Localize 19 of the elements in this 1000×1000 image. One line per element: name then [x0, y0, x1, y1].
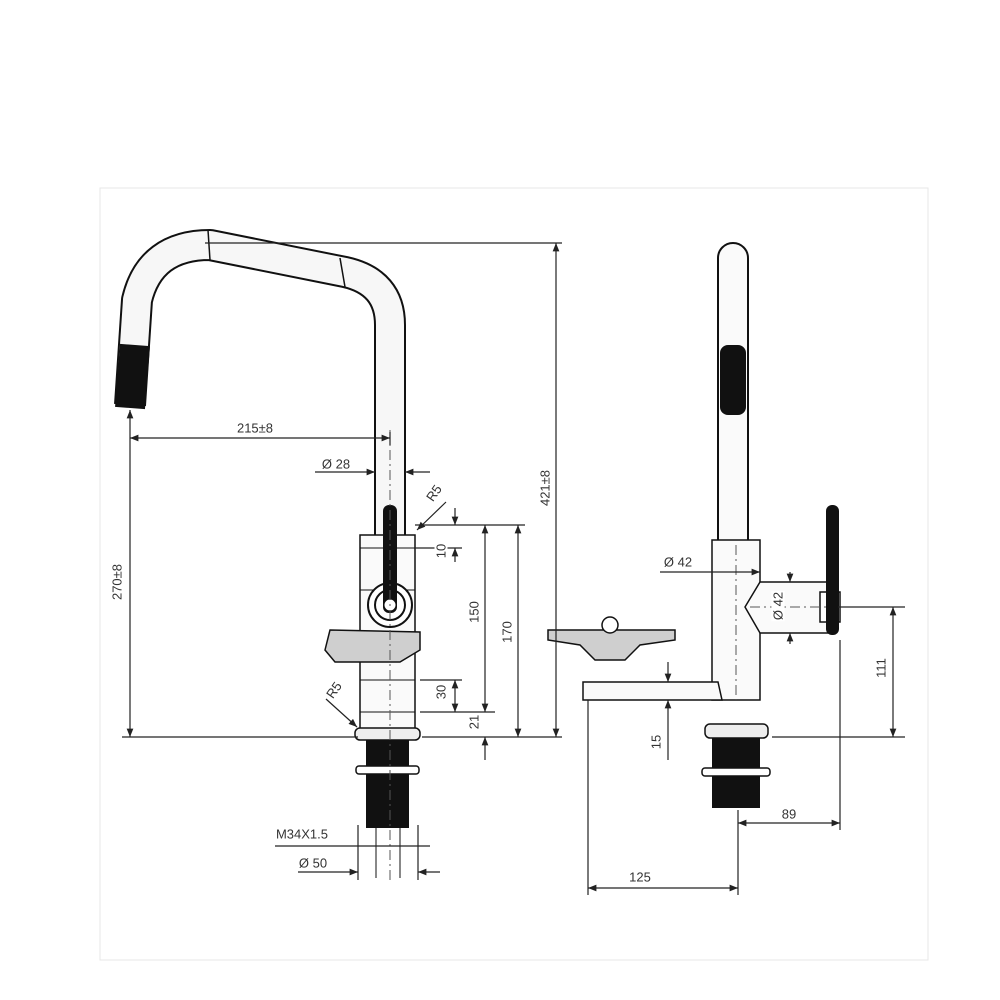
dimension-label: 15 — [650, 734, 662, 750]
dimension-label: 150 — [468, 600, 480, 624]
dimension-label: 10 — [434, 542, 448, 560]
leader-line — [326, 698, 358, 728]
dimension-label: 89 — [780, 808, 798, 820]
dimension-label: 215±8 — [236, 422, 274, 434]
dimension-label: 125 — [628, 870, 652, 884]
dimension-label: 170 — [500, 620, 514, 644]
dimension-label: Ø 50 — [298, 856, 328, 870]
dimension-label: Ø 42 — [662, 556, 694, 568]
dimension-label: 270±8 — [110, 562, 124, 602]
dimension-label: 421±8 — [538, 468, 552, 508]
dimension-label: Ø 28 — [320, 458, 352, 470]
leader-line — [416, 502, 446, 530]
dimension-label: Ø 42 — [772, 590, 784, 622]
dimension-label: 30 — [434, 684, 448, 700]
dimension-label: M34X1.5 — [274, 828, 330, 840]
dimension-label: 111 — [874, 657, 888, 679]
dimension-label: 21 — [468, 714, 480, 730]
